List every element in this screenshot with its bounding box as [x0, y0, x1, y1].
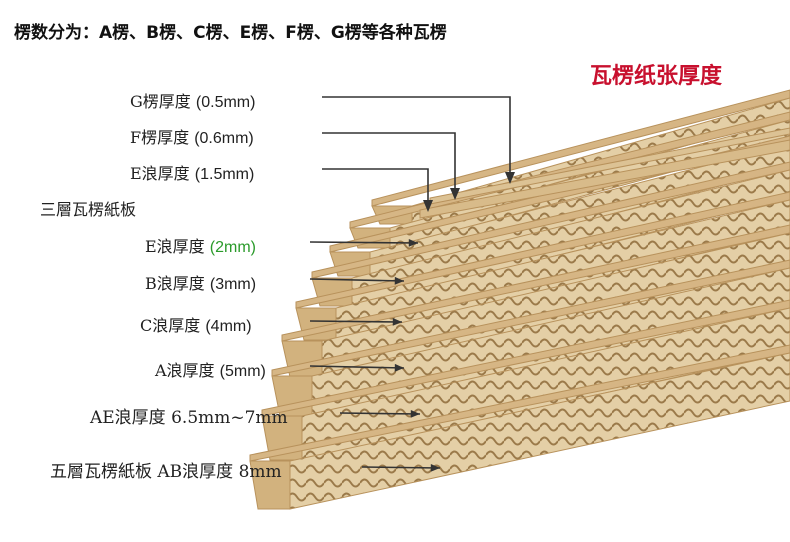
board-top-sheet — [371, 89, 790, 207]
ae-flute-arrow — [339, 412, 421, 415]
board-top-sheet — [349, 111, 790, 229]
g-flute-label: G楞厚度 (0.5mm) — [130, 92, 256, 111]
c-flute-label: C浪厚度 (4mm) — [140, 316, 252, 335]
e-flute-arrow-head — [408, 239, 418, 247]
e-flute-single-label: E浪厚度 (1.5mm) — [130, 164, 255, 183]
a-flute-arrow-head — [394, 363, 404, 372]
board-top-sheet — [295, 191, 790, 309]
a-flute-label: A浪厚度 (5mm) — [155, 361, 266, 380]
b-flute-label: B浪厚度 (3mm) — [145, 274, 257, 293]
e-single-arrow-head — [423, 200, 433, 212]
board-top-sheet — [281, 224, 790, 342]
g-flute-arrow — [322, 96, 511, 180]
page-title: 瓦楞纸张厚度 — [590, 64, 723, 89]
e-single-arrow — [322, 168, 429, 208]
three-ply-heading: 三層瓦楞紙板 — [40, 200, 137, 219]
flute-types-caption: 楞数分为：A楞、B楞、C楞、E楞、F楞、G楞等各种瓦楞 — [14, 23, 447, 43]
five-ply-arrow-head — [430, 463, 440, 472]
g-flute-arrow-head — [505, 172, 515, 184]
board-stack — [249, 89, 790, 510]
f-flute-arrow — [322, 132, 456, 196]
f-flute-label: F楞厚度 (0.6mm) — [130, 128, 254, 147]
f-flute-arrow-head — [450, 188, 460, 200]
c-flute-arrow-head — [392, 318, 402, 326]
c-flute-arrow — [309, 320, 403, 323]
e-flute-label: E浪厚度 (2mm) — [145, 237, 256, 256]
ae-flute-arrow-head — [410, 409, 420, 418]
e-flute-arrow — [309, 241, 419, 244]
five-ply-label: 五層瓦楞紙板 AB浪厚度 8mm — [50, 462, 282, 482]
b-flute-arrow — [309, 278, 405, 282]
five-ply-arrow — [361, 466, 441, 469]
board-top-sheet — [249, 344, 790, 462]
f-flute-sheet — [419, 139, 790, 219]
b-flute-arrow-head — [394, 276, 404, 285]
board-side — [249, 460, 291, 510]
pointer-arrows — [309, 96, 515, 472]
board-top-sheet — [261, 299, 790, 417]
board-top-sheet — [311, 161, 790, 279]
board-top-sheet — [271, 259, 790, 377]
a-flute-arrow — [309, 365, 405, 369]
ae-flute-label: AE浪厚度 6.5mm~7mm — [90, 408, 288, 428]
